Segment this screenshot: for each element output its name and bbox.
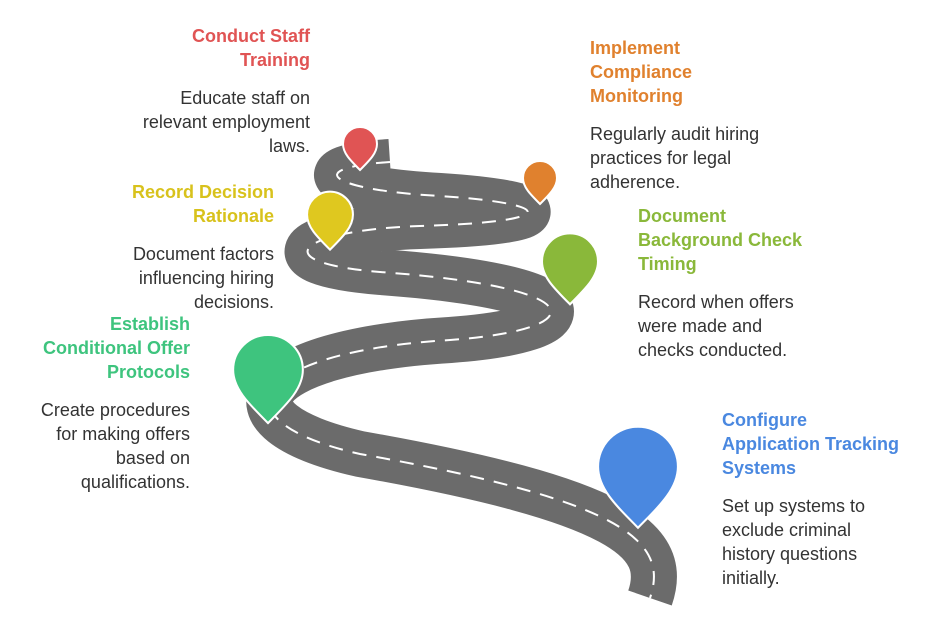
step-background-check-timing: Document Background Check Timing Record … [638,204,898,362]
step-description: Regularly audit hiring practices for leg… [590,124,760,192]
step-title: Implement Compliance Monitoring [590,38,693,106]
location-pin-icon [596,425,680,530]
step-description: Set up systems to exclude criminal histo… [722,496,866,588]
location-pin-icon [232,334,304,425]
step-title: Record Decision Rationale [131,182,274,226]
step-conditional-offer: Establish Conditional Offer Protocols Cr… [0,312,190,494]
location-pin-icon [540,232,600,306]
marker-decision-rationale [306,190,354,252]
step-staff-training: Conduct Staff Training Educate staff on … [50,24,310,158]
step-description: Record when offers were made and checks … [638,292,794,360]
step-application-tracking: Configure Application Tracking Systems S… [722,408,942,590]
marker-conditional-offer [232,334,304,425]
location-pin-icon [521,160,559,206]
marker-staff-training [341,126,379,172]
step-title: Document Background Check Timing [638,206,803,274]
step-title: Establish Conditional Offer Protocols [43,314,190,382]
marker-application-tracking [596,425,680,530]
step-description: Document factors influencing hiring deci… [132,244,274,312]
step-description: Create procedures for making offers base… [40,400,190,492]
step-decision-rationale: Record Decision Rationale Document facto… [14,180,274,314]
location-pin-icon [306,190,354,252]
location-pin-icon [341,126,379,172]
step-description: Educate staff on relevant employment law… [142,88,310,156]
marker-compliance-monitoring [521,160,559,206]
step-compliance-monitoring: Implement Compliance Monitoring Regularl… [590,36,850,194]
marker-background-check-timing [540,232,600,306]
step-title: Configure Application Tracking Systems [722,410,900,478]
road-lane-marking [268,161,655,599]
step-title: Conduct Staff Training [192,26,310,70]
